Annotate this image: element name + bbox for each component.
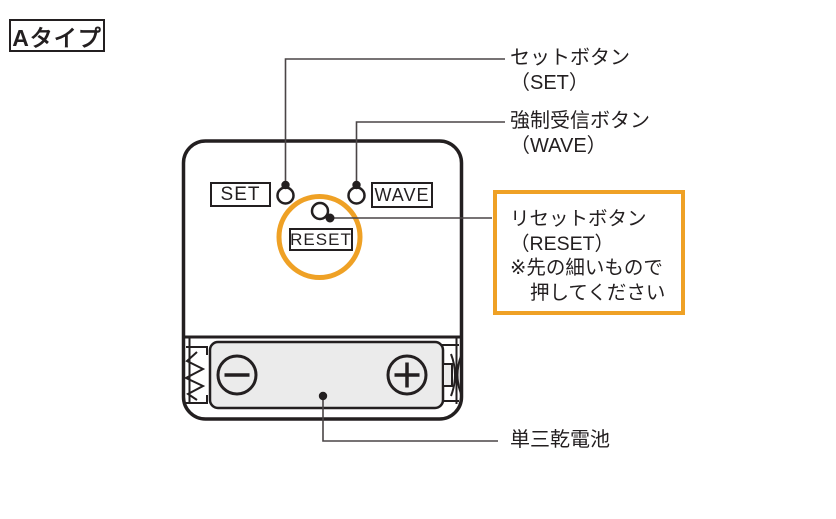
reset-label: RESET (290, 229, 352, 249)
battery-annotation: 単三乾電池 (510, 428, 610, 453)
reset-label-plate: RESET (289, 228, 353, 251)
leader-line-set (284, 58, 505, 185)
reset-annotation-line1: リセットボタン (510, 208, 647, 230)
callout-dot-reset (325, 213, 335, 223)
reset-annotation-line3: ※先の細いもので (510, 257, 663, 279)
type-badge-label: Aタイプ (12, 24, 102, 51)
callout-dot-wave (352, 180, 361, 190)
set-label: SET (220, 183, 261, 205)
set-annotation-line1: セットボタン (510, 47, 630, 69)
wave-label: WAVE (374, 184, 430, 205)
reset-annotation-line2: （RESET） (510, 232, 615, 255)
battery-plus-nub (442, 363, 453, 387)
battery-contact-icon (450, 353, 456, 397)
battery-spring-icon (183, 351, 206, 401)
reset-annotation-line4: 押してください (530, 281, 666, 304)
wave-annotation: 強制受信ボタン （WAVE） (510, 109, 650, 158)
reset-highlight-circle (276, 194, 363, 280)
leader-line-battery (322, 396, 498, 442)
reset-button-hole (310, 201, 330, 221)
callout-dot-set (281, 180, 290, 190)
left-bracket-top (186, 346, 208, 355)
set-annotation: セットボタン （SET） (510, 46, 630, 95)
reset-annotation-box: リセットボタン （RESET） ※先の細いもので 押してください (493, 190, 685, 315)
leader-line-wave (355, 121, 505, 185)
plus-terminal-icon (386, 354, 428, 396)
callout-dot-battery (318, 391, 328, 401)
battery-annotation-label: 単三乾電池 (510, 429, 610, 451)
left-bracket-bottom (186, 395, 208, 404)
wave-annotation-line2: （WAVE） (510, 134, 607, 157)
battery-contact-icon-2 (456, 355, 462, 395)
wave-label-plate: WAVE (371, 182, 433, 208)
type-badge: Aタイプ (9, 19, 105, 52)
wave-annotation-line1: 強制受信ボタン (510, 110, 650, 132)
set-annotation-line2: （SET） (510, 71, 589, 94)
minus-terminal-icon (216, 354, 258, 396)
set-label-plate: SET (210, 182, 271, 207)
